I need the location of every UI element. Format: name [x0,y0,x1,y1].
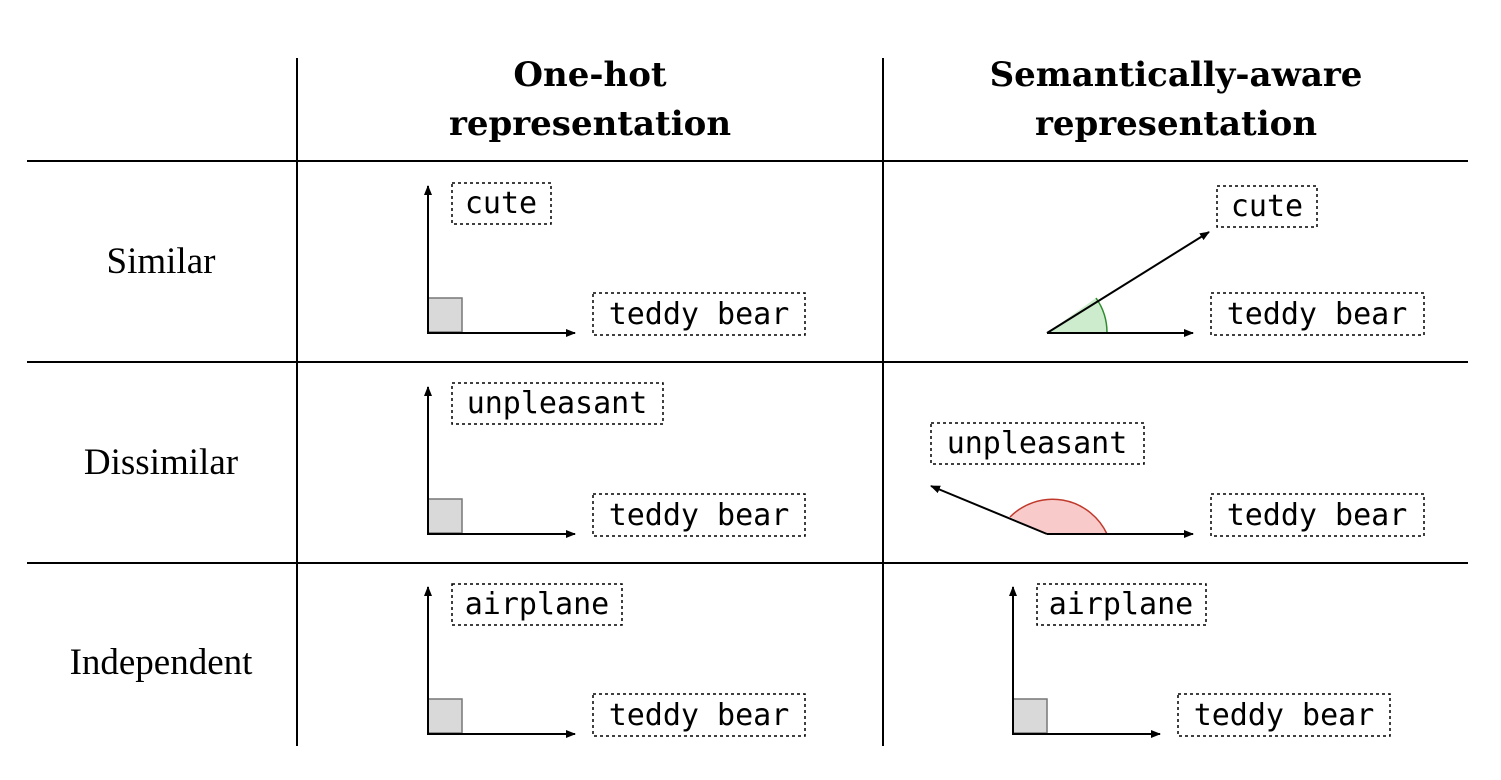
semantic-diagram-dissimilar: unpleasant teddy bear [930,422,1425,538]
token-box [451,583,623,626]
token-label: airplane [465,587,610,622]
token-label: airplane [1049,587,1194,622]
header-line: representation [449,104,731,144]
row-label-similar: Similar [107,241,216,282]
token-box [592,693,806,737]
semantic-diagram-independent: airplane teddy bear [1009,583,1391,738]
token-box [592,493,806,537]
token-label: teddy bear [609,498,790,533]
table-grid [27,58,1468,746]
token-label: teddy bear [1227,297,1408,332]
token-label: cute [465,186,537,221]
row-label-dissimilar: Dissimilar [84,442,238,483]
right-angle-marker [1012,698,1048,734]
right-angle-marker [427,698,463,734]
token-box [1177,693,1391,737]
onehot-diagram-dissimilar: unpleasant teddy bear [424,382,806,538]
token-box [930,422,1145,465]
header-line: representation [1035,104,1317,144]
angle-arc [1095,297,1108,334]
token-label: teddy bear [609,698,790,733]
onehot-diagram-independent: airplane teddy bear [424,583,806,738]
token-box [1216,185,1318,228]
token-box [1036,583,1207,626]
token-box [1210,493,1425,537]
column-header-semantic: Semantically-aware representation [990,55,1363,144]
angle-arc [1009,498,1108,535]
token-label: cute [1231,189,1303,224]
related-vector-arrow [1046,231,1210,334]
angle-wedge [1010,499,1107,534]
token-label: teddy bear [609,297,790,332]
right-angle-marker [427,498,463,534]
semantic-diagram-similar: cute teddy bear [1046,185,1425,337]
onehot-diagram-similar: cute teddy bear [424,182,806,337]
token-box [451,382,664,425]
column-header-one-hot: One-hot representation [449,55,731,144]
token-box [592,292,806,336]
right-angle-marker [427,297,463,333]
token-box [451,182,552,225]
token-label: teddy bear [1227,498,1408,533]
header-line: Semantically-aware [990,55,1363,95]
token-label: teddy bear [1194,698,1375,733]
token-box [1210,292,1425,336]
row-label-independent: Independent [70,642,254,683]
token-label: unpleasant [467,386,648,421]
header-line: One-hot [513,55,666,95]
opposing-vector-arrow [930,485,1048,535]
token-label: unpleasant [947,426,1128,461]
